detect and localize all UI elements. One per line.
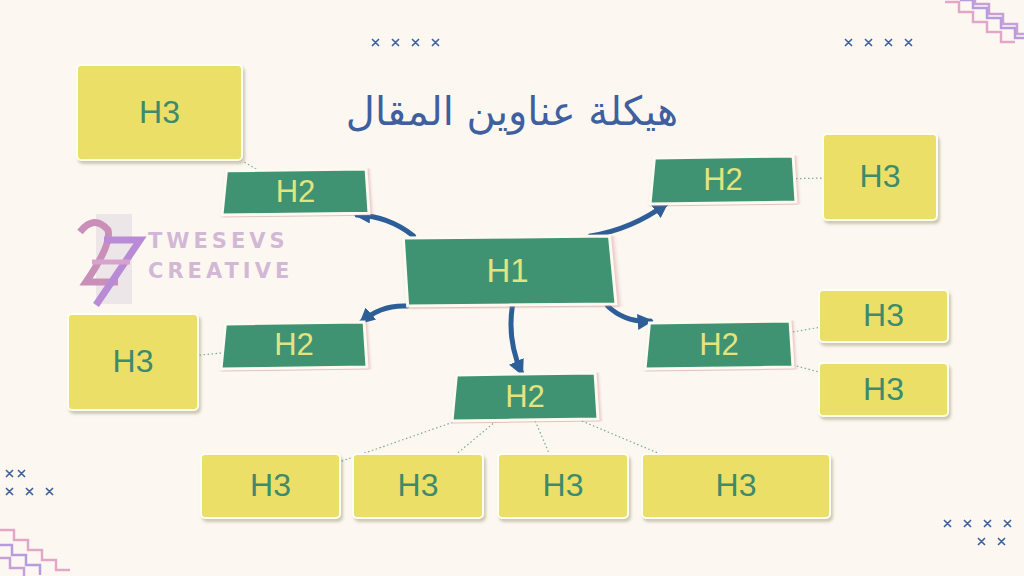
heading-label: H3 — [113, 344, 154, 379]
logo-mark — [80, 214, 140, 305]
h3-box: H3 — [822, 133, 938, 221]
heading-label: H3 — [543, 468, 584, 503]
heading-label: H2 — [276, 175, 316, 209]
dotted-connector — [458, 421, 496, 453]
h3-box: H3 — [641, 453, 831, 519]
h3-box: H3 — [352, 453, 484, 519]
dotted-connector — [582, 421, 658, 453]
heading-label: H2 — [274, 328, 314, 362]
h3-box: H3 — [818, 362, 949, 417]
curved-arrow — [357, 215, 413, 236]
dotted-connector — [796, 178, 822, 180]
heading-label: H3 — [716, 468, 757, 503]
heading-label: H1 — [486, 253, 528, 289]
h1-box: H1 — [399, 236, 616, 306]
curved-arrow — [361, 306, 407, 322]
heading-label: H2 — [703, 163, 743, 197]
heading-label: H3 — [860, 159, 901, 194]
heading-label: H3 — [398, 468, 439, 503]
h2-box: H2 — [452, 373, 598, 421]
heading-label: H2 — [505, 380, 545, 414]
curved-arrow — [608, 306, 651, 321]
h3-box: H3 — [497, 453, 629, 519]
h3-box: H3 — [67, 313, 199, 411]
watermark: TWESEVS CREATIVE — [148, 226, 308, 286]
h2-box: H2 — [222, 169, 369, 215]
dotted-connector — [535, 421, 549, 453]
heading-label: H3 — [250, 468, 291, 503]
h3-box: H3 — [200, 453, 341, 519]
dotted-connector — [793, 328, 818, 332]
heading-label: H3 — [863, 372, 904, 407]
h2-box: H2 — [645, 321, 793, 369]
h2-box: H2 — [221, 322, 367, 369]
heading-label: H2 — [699, 328, 739, 362]
heading-label: H3 — [139, 95, 180, 130]
h3-box: H3 — [818, 289, 949, 343]
dotted-connector — [242, 161, 256, 169]
dotted-connector — [793, 365, 818, 372]
cross-marks — [6, 39, 1011, 545]
h3-box: H3 — [76, 64, 243, 161]
curved-arrow — [511, 306, 522, 373]
diagram-title: هيكلة عناوين المقال — [262, 88, 762, 134]
curved-arrow — [590, 204, 666, 236]
h2-box: H2 — [650, 156, 796, 204]
heading-label: H3 — [863, 298, 904, 333]
dotted-connector — [199, 353, 221, 355]
